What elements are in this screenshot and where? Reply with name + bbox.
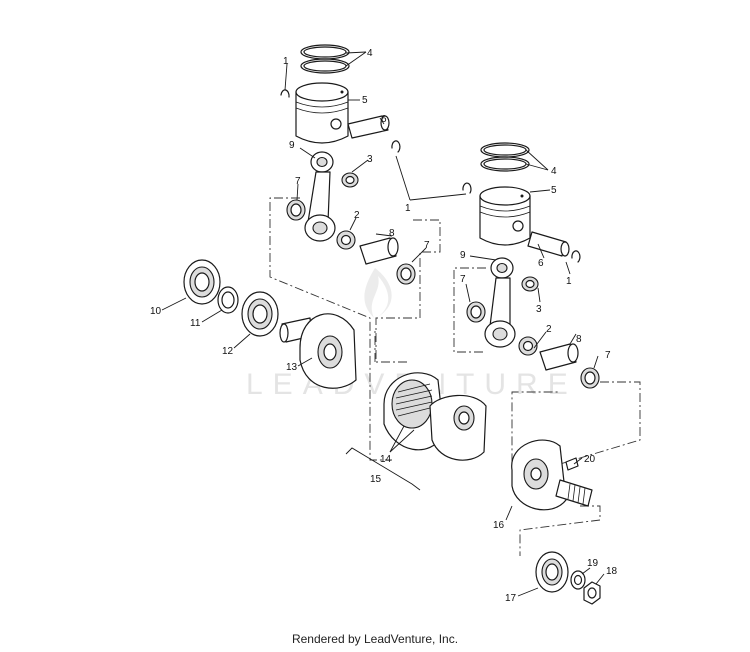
callout-3a: 3 xyxy=(367,154,373,165)
left-piston-pin xyxy=(347,115,390,139)
callout-2b: 2 xyxy=(546,324,552,335)
right-piston xyxy=(479,186,531,246)
center-bracket-15 xyxy=(345,447,421,491)
callout-2a: 2 xyxy=(354,210,360,221)
callout-16: 16 xyxy=(493,520,505,531)
right-pin-clip xyxy=(571,250,581,263)
callout-7c: 7 xyxy=(460,274,466,285)
nut-18 xyxy=(583,581,601,605)
woodruff-key-20 xyxy=(565,457,579,471)
left-small-end-bearing xyxy=(341,172,359,188)
right-thrust-washer-a xyxy=(466,301,486,323)
callout-5b: 5 xyxy=(551,185,557,196)
right-crank-pin xyxy=(539,343,579,371)
main-bearing-12 xyxy=(241,291,279,337)
callout-9b: 9 xyxy=(460,250,466,261)
callout-8a: 8 xyxy=(389,228,395,239)
callout-7d: 7 xyxy=(605,350,611,361)
watermark-flame-icon xyxy=(364,268,392,318)
callout-6a: 6 xyxy=(381,114,387,125)
callout-1b: 1 xyxy=(405,203,411,214)
left-piston-clip xyxy=(280,89,290,98)
right-connecting-rod xyxy=(484,257,516,348)
callout-7a: 7 xyxy=(295,176,301,187)
right-thrust-washer-b xyxy=(580,367,600,389)
right-big-end-bearing xyxy=(518,336,538,356)
callout-20: 20 xyxy=(584,454,596,465)
main-bearing-17 xyxy=(535,551,569,593)
left-thrust-washer-a xyxy=(286,199,306,221)
leader-lines xyxy=(161,51,605,597)
right-piston-rings xyxy=(480,142,530,172)
right-piston-clip xyxy=(462,182,472,194)
left-big-end-bearing xyxy=(336,230,356,250)
callout-18: 18 xyxy=(606,566,618,577)
callout-14: 14 xyxy=(380,454,392,465)
left-connecting-rod xyxy=(304,151,336,242)
footer-credit: Rendered by LeadVenture, Inc. xyxy=(291,632,459,646)
callout-19: 19 xyxy=(587,558,599,569)
right-piston-pin xyxy=(527,231,570,257)
crankshaft-right-half xyxy=(511,439,593,511)
left-crank-pin xyxy=(359,237,399,265)
callout-6b: 6 xyxy=(538,258,544,269)
callout-7b: 7 xyxy=(424,240,430,251)
left-thrust-washer-b xyxy=(396,263,416,285)
callout-1c: 1 xyxy=(566,276,572,287)
callout-9a: 9 xyxy=(289,140,295,151)
callout-12: 12 xyxy=(222,346,234,357)
callout-8b: 8 xyxy=(576,334,582,345)
left-piston xyxy=(295,82,349,144)
callout-labels: 1 1 1 2 2 3 3 4 4 5 5 6 6 7 7 7 7 8 8 9 … xyxy=(150,48,618,604)
callout-17: 17 xyxy=(505,593,517,604)
crankshaft-center-section xyxy=(383,372,487,461)
callout-4b: 4 xyxy=(551,166,557,177)
callout-5a: 5 xyxy=(362,95,368,106)
crankshaft-left-half xyxy=(279,313,357,389)
oil-seal-ring-11 xyxy=(217,286,239,314)
left-piston-rings xyxy=(300,44,350,74)
main-bearing-10 xyxy=(183,259,221,305)
washer-19 xyxy=(570,570,586,590)
callout-3b: 3 xyxy=(536,304,542,315)
callout-10: 10 xyxy=(150,306,162,317)
assembly-lines xyxy=(269,197,641,556)
left-pin-clip xyxy=(391,140,401,153)
callout-15: 15 xyxy=(370,474,382,485)
callout-1a: 1 xyxy=(283,56,289,67)
callout-13: 13 xyxy=(286,362,298,373)
right-small-end-bearing xyxy=(521,276,539,292)
callout-4a: 4 xyxy=(367,48,373,59)
callout-11: 11 xyxy=(190,318,201,329)
